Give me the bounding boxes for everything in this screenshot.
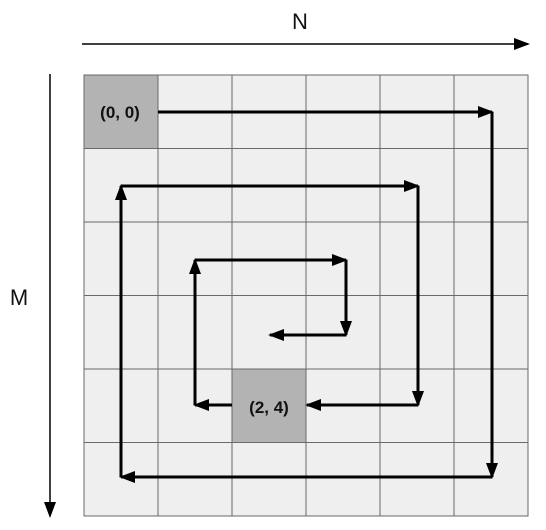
grid-cell <box>231 442 307 517</box>
end-cell-label: (2, 4) <box>249 398 289 417</box>
n-axis-label: N <box>292 9 308 34</box>
spiral-path <box>115 106 498 483</box>
grid-cell <box>157 442 233 517</box>
grid-cell <box>305 295 381 370</box>
grid-cell <box>379 442 455 517</box>
highlighted-grid-cell <box>83 74 159 149</box>
origin-cell-label: (0, 0) <box>100 103 140 122</box>
grid-cell <box>305 442 381 517</box>
grid-cell <box>231 295 307 370</box>
grid <box>83 74 529 517</box>
m-axis-label: M <box>10 285 28 310</box>
